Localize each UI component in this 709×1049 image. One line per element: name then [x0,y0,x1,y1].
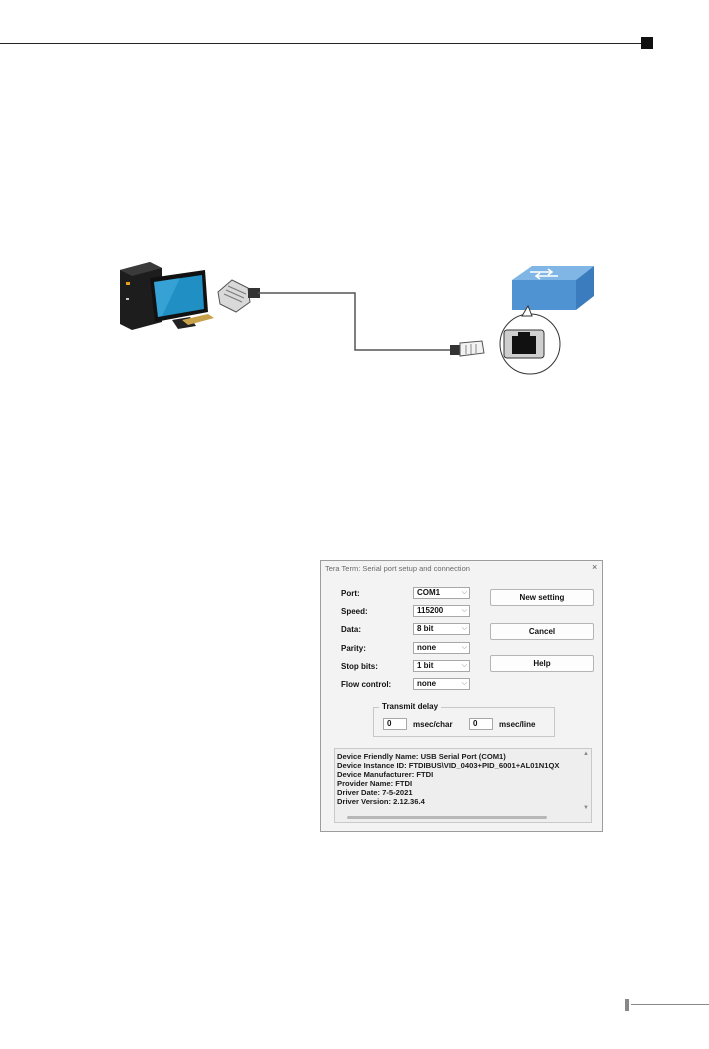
header-square-marker [641,37,653,49]
cancel-button[interactable]: Cancel [490,623,594,640]
msec-char-label: msec/char [413,720,453,729]
info-driver-version: Driver Version: 2.12.36.4 [337,797,425,806]
header-rule [0,43,642,44]
stop-bits-select[interactable]: 1 bit ⌵ [413,660,470,672]
info-manufacturer: Device Manufacturer: FTDI [337,770,434,779]
msec-line-input[interactable]: 0 [469,718,493,730]
horizontal-scrollbar[interactable] [347,816,547,819]
port-label: Port: [341,589,360,598]
info-driver-date: Driver Date: 7-5-2021 [337,788,413,797]
transmit-delay-group [373,707,555,737]
info-provider: Provider Name: FTDI [337,779,413,788]
help-button[interactable]: Help [490,655,594,672]
data-value: 8 bit [417,624,434,633]
parity-value: none [417,643,437,652]
port-value: COM1 [417,588,441,597]
data-select[interactable]: 8 bit ⌵ [413,623,470,635]
connection-diagram [120,262,594,375]
scroll-up-icon[interactable]: ▲ [583,751,589,757]
serial-port-setup-dialog: Tera Term: Serial port setup and connect… [320,560,603,832]
console-cable [258,292,452,351]
info-instance-id: Device Instance ID: FTDIBUS\VID_0403+PID… [337,761,560,770]
footer-marker [625,999,629,1011]
speed-select[interactable]: 115200 ⌵ [413,605,470,617]
computer-icon [120,262,214,330]
parity-label: Parity: [341,644,366,653]
speed-label: Speed: [341,607,368,616]
chevron-down-icon: ⌵ [461,589,467,596]
msec-line-label: msec/line [499,720,536,729]
flow-control-label: Flow control: [341,680,392,689]
close-icon[interactable]: × [592,562,598,572]
footer-rule [631,1004,709,1005]
chevron-down-icon: ⌵ [461,662,467,669]
chevron-down-icon: ⌵ [461,644,467,651]
speed-value: 115200 [417,606,444,615]
scroll-down-icon[interactable]: ▼ [583,805,589,811]
msec-char-input[interactable]: 0 [383,718,407,730]
flow-control-value: none [417,679,437,688]
dialog-title: Tera Term: Serial port setup and connect… [325,564,470,573]
stop-bits-label: Stop bits: [341,662,378,671]
info-friendly-name: Device Friendly Name: USB Serial Port (C… [337,752,506,761]
db9-connector-icon [217,279,260,313]
device-info-box[interactable]: Device Friendly Name: USB Serial Port (C… [334,748,592,823]
new-setting-button[interactable]: New setting [490,589,594,606]
transmit-delay-legend: Transmit delay [379,702,442,711]
chevron-down-icon: ⌵ [461,625,467,632]
flow-control-select[interactable]: none ⌵ [413,678,470,690]
parity-select[interactable]: none ⌵ [413,642,470,654]
console-port-icon [499,304,561,375]
network-switch-icon [512,266,594,310]
port-select[interactable]: COM1 ⌵ [413,587,470,599]
chevron-down-icon: ⌵ [461,607,467,614]
rj45-plug-icon [450,340,485,357]
stop-bits-value: 1 bit [417,661,434,670]
data-label: Data: [341,625,362,634]
chevron-down-icon: ⌵ [461,680,467,687]
